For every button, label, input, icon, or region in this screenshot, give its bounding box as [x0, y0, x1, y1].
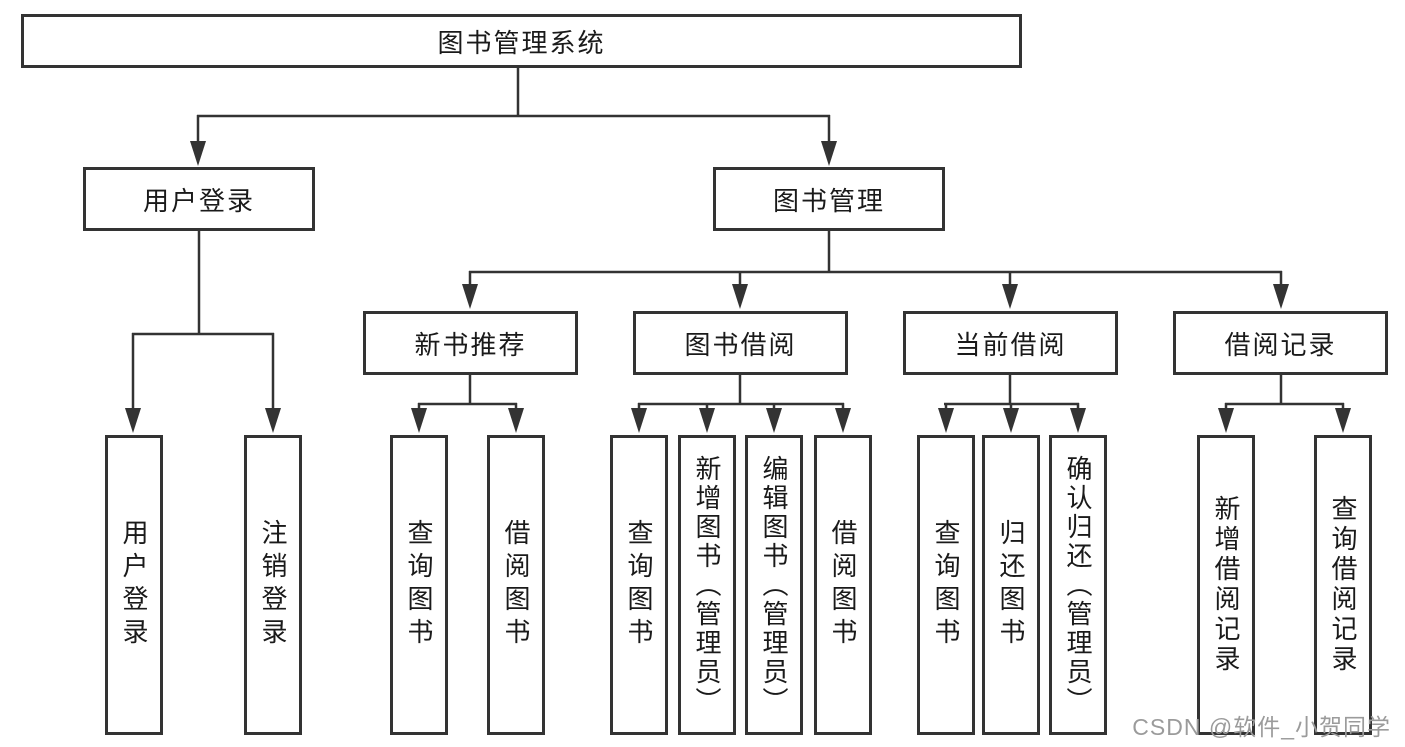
leaf-current-confirm-return-admin-label: 确认归还（管理员）: [1063, 454, 1093, 716]
leaf-current-return-books-label: 归还图书: [996, 519, 1026, 651]
leaf-current-confirm-return-admin: 确认归还（管理员）: [1049, 435, 1107, 735]
leaf-current-return-books: 归还图书: [982, 435, 1040, 735]
leaf-current-query-books-label: 查询图书: [931, 519, 961, 651]
leaf-current-query-books: 查询图书: [917, 435, 975, 735]
leaf-borrow-edit-books-admin: 编辑图书（管理员）: [745, 435, 803, 735]
node-new-book-recommendation: 新书推荐: [363, 311, 578, 375]
leaf-logout-label: 注销登录: [258, 519, 288, 651]
leaf-borrow-query-books-label: 查询图书: [624, 519, 654, 651]
leaf-borrow-edit-books-admin-label: 编辑图书（管理员）: [759, 454, 789, 716]
leaf-newbook-query-books-label: 查询图书: [404, 519, 434, 651]
node-borrowing-records: 借阅记录: [1173, 311, 1388, 375]
leaf-newbook-borrow-books-label: 借阅图书: [501, 519, 531, 651]
node-book-borrowing: 图书借阅: [633, 311, 848, 375]
node-book-management: 图书管理: [713, 167, 945, 231]
leaf-record-query-borrow-record-label: 查询借阅记录: [1328, 495, 1358, 675]
leaf-borrow-borrow-books-label: 借阅图书: [828, 519, 858, 651]
leaf-user-login-label: 用户登录: [119, 519, 149, 651]
leaf-user-login: 用户登录: [105, 435, 163, 735]
leaf-borrow-add-books-admin-label: 新增图书（管理员）: [692, 454, 722, 716]
leaf-record-add-borrow-record: 新增借阅记录: [1197, 435, 1255, 735]
csdn-watermark: CSDN @软件_小贺同学: [1132, 714, 1391, 740]
leaf-borrow-add-books-admin: 新增图书（管理员）: [678, 435, 736, 735]
leaf-record-add-borrow-record-label: 新增借阅记录: [1211, 495, 1241, 675]
leaf-logout: 注销登录: [244, 435, 302, 735]
leaf-borrow-query-books: 查询图书: [610, 435, 668, 735]
node-current-borrowing: 当前借阅: [903, 311, 1118, 375]
leaf-record-query-borrow-record: 查询借阅记录: [1314, 435, 1372, 735]
leaf-borrow-borrow-books: 借阅图书: [814, 435, 872, 735]
leaf-newbook-query-books: 查询图书: [390, 435, 448, 735]
node-library-management-system: 图书管理系统: [21, 14, 1022, 68]
leaf-newbook-borrow-books: 借阅图书: [487, 435, 545, 735]
node-user-login: 用户登录: [83, 167, 315, 231]
